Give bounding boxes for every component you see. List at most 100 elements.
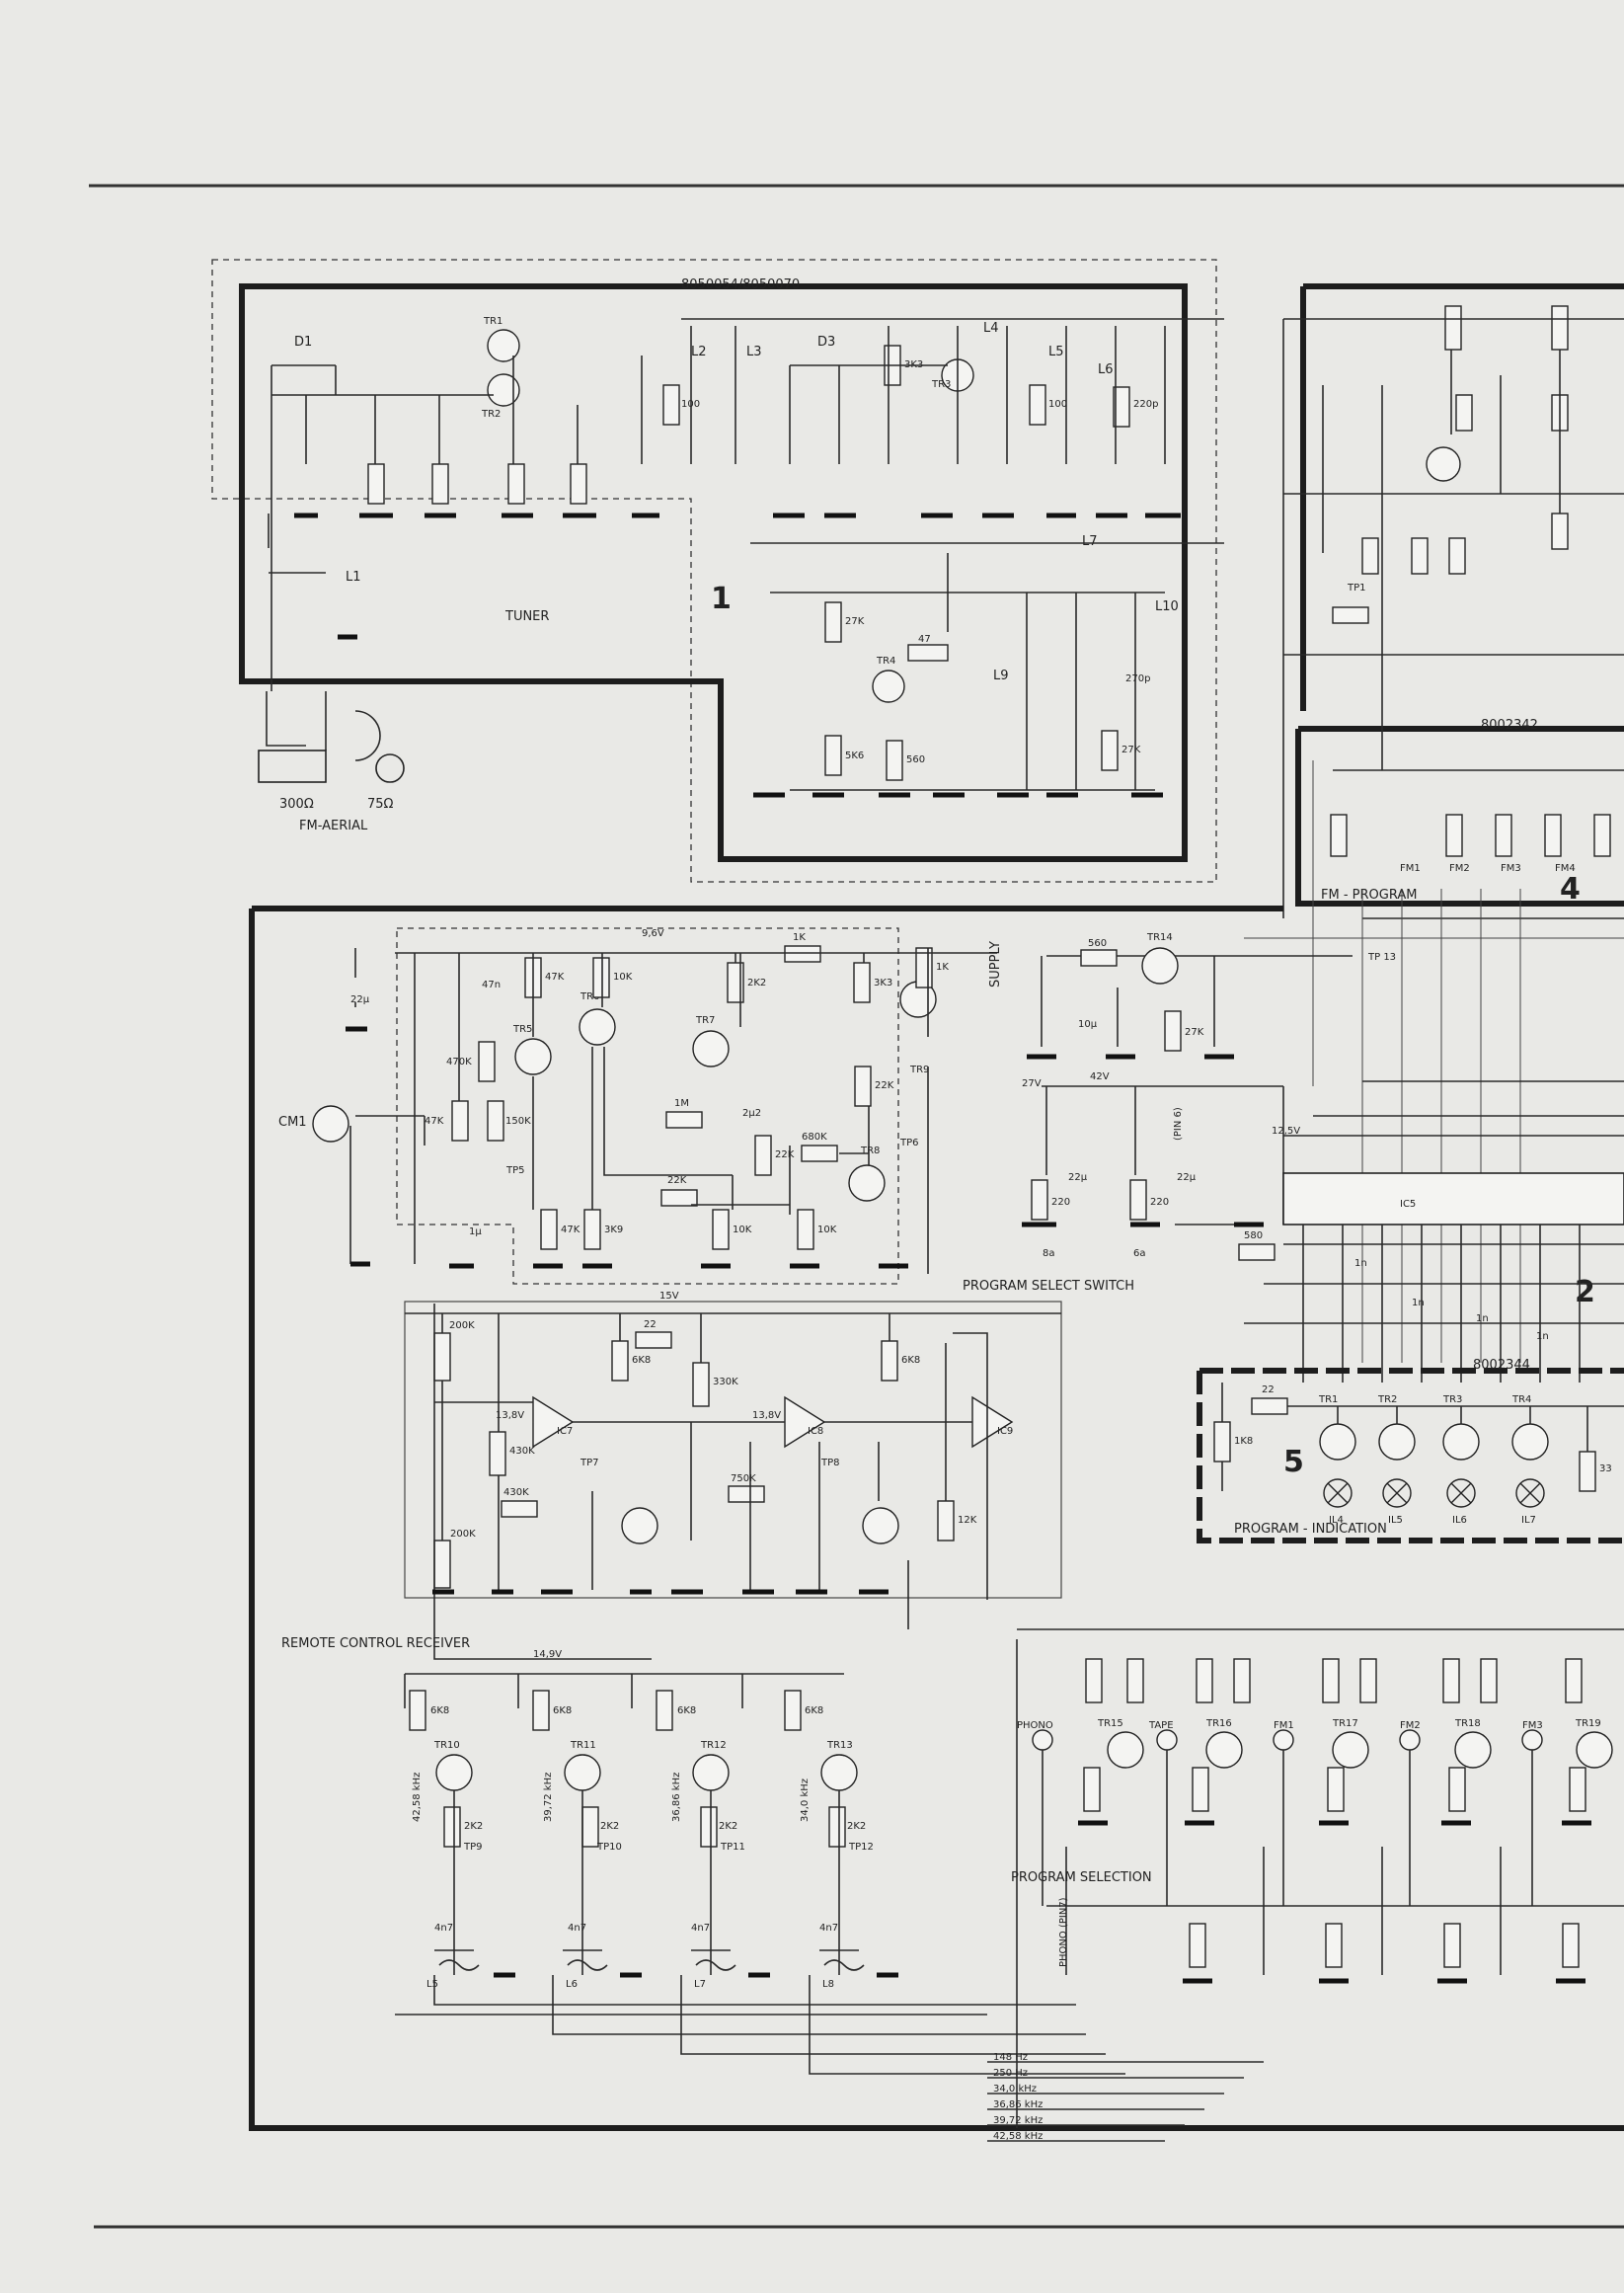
r77-value: 22: [644, 1319, 657, 1330]
lamp-il5: [1382, 1478, 1412, 1508]
c41-value: 1μ: [469, 1226, 482, 1237]
lamp-il7: [1515, 1478, 1545, 1508]
r99-value: 220: [1150, 1197, 1169, 1208]
r65-resistor: [854, 1066, 872, 1107]
c39-value: 22μ: [350, 994, 370, 1005]
tr1-symbol: [487, 329, 520, 362]
fm2-r-d: [1443, 1923, 1461, 1968]
remote-tp5: TP5: [505, 1165, 525, 1176]
tr15-symbol: [1107, 1731, 1144, 1769]
fm-program-fm3: FM3: [1501, 863, 1521, 874]
tr13-r-value: 6K8: [805, 1705, 823, 1716]
fm1-r-d: [1325, 1923, 1343, 1968]
tr10-cap: 4n7: [434, 1923, 453, 1934]
lamp-il4: [1323, 1478, 1353, 1508]
r83-resistor: [881, 1340, 898, 1382]
r85-resistor: [409, 1690, 426, 1731]
r63-value: 680K: [802, 1132, 827, 1143]
ind-r3-value: 33: [1599, 1463, 1612, 1474]
input-fm3: FM3 TR19: [1521, 1658, 1613, 1968]
c65-value: 22μ: [1068, 1172, 1088, 1183]
block-number-1: 1: [711, 582, 732, 616]
tr13-r-2k2: [828, 1806, 846, 1848]
r87-resistor: [433, 1332, 451, 1382]
tr12-freq: 36,86 kHz: [671, 1773, 682, 1822]
ic5-label: IC5: [1400, 1199, 1416, 1210]
tr11-freq: 39,72 kHz: [543, 1773, 554, 1822]
c108-value: 1n: [1354, 1258, 1367, 1269]
supply-27v: 27V: [1022, 1078, 1042, 1089]
fm1-r-b: [1359, 1658, 1377, 1703]
fm-aerial-label: FM-AERIAL: [299, 819, 368, 833]
c102-value: 1n: [1476, 1313, 1489, 1324]
fm2-r-c: [1448, 1767, 1466, 1812]
tr10-r2-value: 2K2: [464, 1821, 483, 1832]
r76-value: 6K8: [632, 1355, 651, 1366]
r60-resistor: [754, 1135, 772, 1176]
tr10-label: TR10: [433, 1740, 460, 1751]
input-phono: PHONO TR15: [1017, 1658, 1206, 1968]
r2-resistor: [431, 463, 449, 505]
ind-tr2-label: TR2: [1377, 1394, 1397, 1405]
r12-resistor: [824, 735, 842, 776]
tuner-l1: L1: [346, 570, 361, 585]
tr15-label: TR15: [1097, 1718, 1123, 1729]
r15-resistor: [1101, 730, 1119, 771]
ind-tr3-symbol: [1442, 1423, 1480, 1461]
fm1-r-c: [1327, 1767, 1345, 1812]
r90-value: 330K: [713, 1377, 738, 1387]
r51-resistor: [487, 1100, 504, 1142]
fm-r2b-resistor: [1445, 814, 1463, 857]
tuner-r9-val: 100: [1048, 399, 1067, 410]
r59-value: 2K2: [747, 978, 766, 988]
r51-value: 150K: [505, 1116, 531, 1127]
filter-transistor-a: [621, 1507, 658, 1544]
ic8-symbol: [784, 1395, 826, 1449]
r54-resistor: [592, 957, 610, 998]
phono-input-label: PHONO: [1017, 1720, 1053, 1731]
filter-tr10: TR10 6K8 2K2 TP9 42,58 kHz 4n7 L5: [409, 1690, 483, 1990]
supply-block: SUPPLY TR14 560 27K 220 220 580 27V 42V …: [963, 932, 1624, 1294]
fm-r1-resistor: [1332, 606, 1369, 624]
tr13-coil: L8: [822, 1979, 834, 1990]
r262-value: 580: [1244, 1230, 1263, 1241]
r64-value: 3K3: [874, 978, 892, 988]
r89-resistor: [489, 1431, 506, 1476]
tr13-symbol: [820, 1754, 858, 1791]
input-switch-stage: PHONO TR15 TAPE TR16 FM1 TR17: [1011, 1628, 1624, 2128]
tuner-tr4-label: TR4: [876, 656, 895, 667]
bus-250hz: 250 Hz: [993, 2068, 1028, 2079]
tr10-r-value: 6K8: [430, 1705, 449, 1716]
input-tape: TAPE TR16: [1148, 1658, 1251, 1812]
filter-transistor-b: [862, 1507, 899, 1544]
frequency-bus: 148 Hz 250 Hz 34,0 kHz 36,86 kHz 39,72 k…: [987, 2052, 1264, 2142]
ic7-symbol: [532, 1395, 575, 1449]
tr12-cap: 4n7: [691, 1923, 710, 1934]
tr11-r-6k8: [532, 1690, 550, 1731]
r5-resistor: [662, 384, 680, 426]
tr11-coil: L6: [566, 1979, 578, 1990]
tuner-tr3-label: TR3: [931, 379, 951, 390]
r66-value: 1K: [936, 962, 949, 973]
tr12-r2-value: 2K2: [719, 1821, 737, 1832]
r3-resistor: [507, 463, 525, 505]
fm2-input-jack: [1399, 1729, 1421, 1751]
tr8-symbol: [848, 1164, 886, 1202]
r54-value: 10K: [613, 972, 633, 983]
r56-resistor: [665, 1111, 703, 1129]
ind-tr1-symbol: [1319, 1423, 1356, 1461]
fm3-r-a: [1565, 1658, 1583, 1703]
tuner-board-ref: 8050054/8050070: [681, 277, 800, 292]
fm-r3b-resistor: [1495, 814, 1512, 857]
phono-r-c: [1083, 1767, 1101, 1812]
r89-value: 430K: [509, 1446, 535, 1457]
tuner-r14-val: 47: [918, 634, 931, 645]
r87-value: 200K: [449, 1320, 475, 1331]
r98-resistor: [1031, 1179, 1048, 1221]
tr11-r2-value: 2K2: [600, 1821, 619, 1832]
r62-resistor: [797, 1209, 814, 1250]
r50-resistor: [478, 1041, 496, 1082]
r76-resistor: [611, 1340, 629, 1382]
ic7-label: IC7: [557, 1426, 573, 1437]
filter-tr12: TR12 6K8 2K2 TP11 36,86 kHz 4n7 L7: [656, 1690, 745, 1990]
